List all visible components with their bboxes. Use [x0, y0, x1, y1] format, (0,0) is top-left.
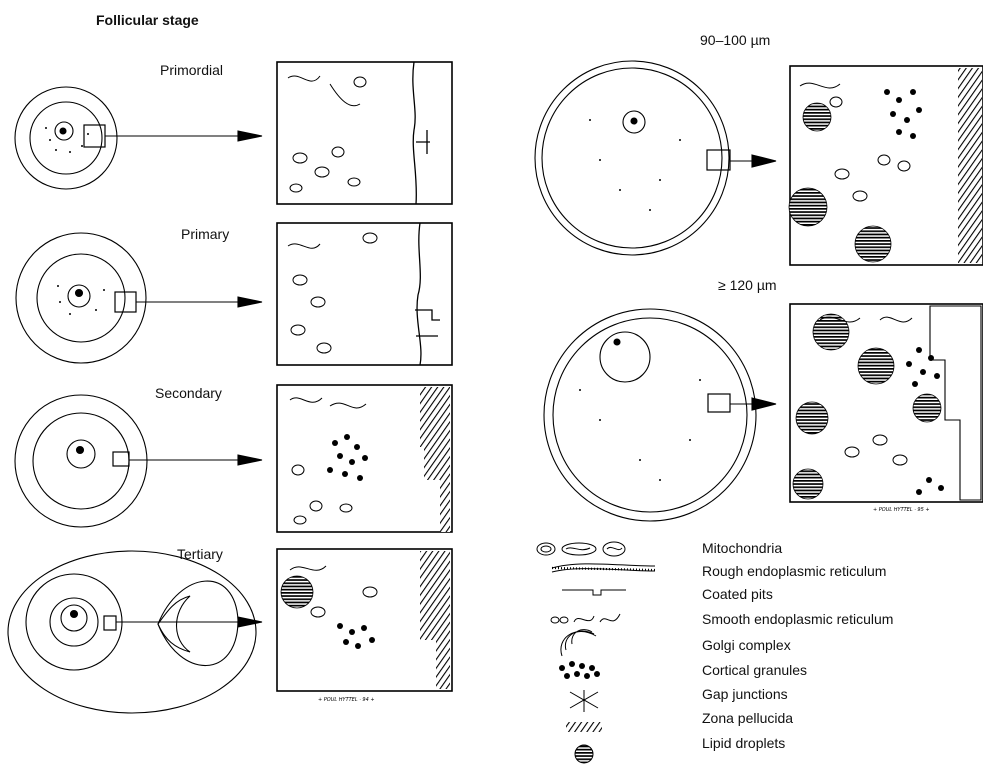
- legend-label-cortical-granules: Cortical granules: [702, 662, 807, 678]
- signature-94: + POUL HYTTEL · 94 +: [318, 697, 375, 703]
- gap-junctions-icon: [570, 690, 598, 712]
- legend-label-smooth-er: Smooth endoplasmic reticulum: [702, 611, 893, 627]
- oocyte-90-100-um: [535, 61, 730, 255]
- primary-detail-panel: [277, 223, 452, 365]
- tertiary-follicle: [8, 551, 256, 713]
- secondary-follicle: [15, 395, 147, 527]
- stage-label-primordial: Primordial: [160, 62, 223, 78]
- legend-label-lipid-droplets: Lipid droplets: [702, 735, 785, 751]
- rough-er-icon: [552, 564, 655, 572]
- size-label-90-100: 90–100 µm: [700, 32, 770, 48]
- zona-pellucida-icon: [566, 722, 602, 732]
- figure-title: Follicular stage: [96, 12, 199, 28]
- legend-label-coated-pits: Coated pits: [702, 586, 773, 602]
- coated-pits-icon: [562, 590, 626, 595]
- lipid-droplets-icon: [575, 745, 593, 763]
- golgi-icon: [561, 630, 596, 656]
- stage-label-tertiary: Tertiary: [177, 546, 223, 562]
- smooth-er-icon: [551, 614, 620, 623]
- legend-label-rough-er: Rough endoplasmic reticulum: [702, 563, 886, 579]
- primordial-follicle: [15, 87, 117, 189]
- mitochondria-icon: [537, 542, 625, 556]
- stage-label-primary: Primary: [181, 226, 229, 242]
- legend-label-golgi: Golgi complex: [702, 637, 791, 653]
- size-label-120: ≥ 120 µm: [718, 277, 777, 293]
- signature-95: + POUL HYTTEL · 95 +: [873, 507, 930, 513]
- primordial-detail-panel: [277, 62, 452, 204]
- primary-follicle: [16, 233, 146, 363]
- legend-label-mitochondria: Mitochondria: [702, 540, 782, 556]
- oocyte-120-um: [544, 309, 756, 521]
- cortical-granules-icon: [559, 661, 600, 679]
- legend-label-gap-junctions: Gap junctions: [702, 686, 788, 702]
- stage-label-secondary: Secondary: [155, 385, 222, 401]
- legend-label-zona-pellucida: Zona pellucida: [702, 710, 793, 726]
